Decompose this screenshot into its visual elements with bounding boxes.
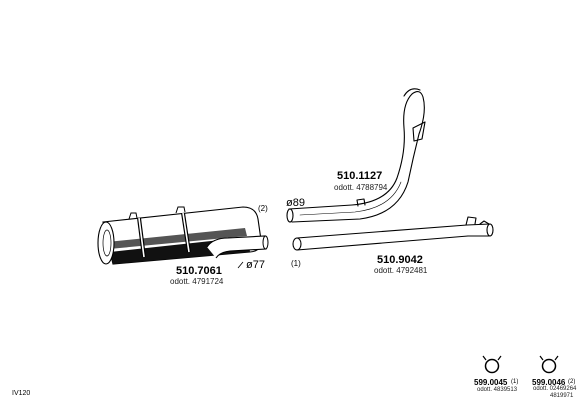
clamp-2-reference-secondary: 4819971 [550, 393, 574, 399]
front-pipe-part-number: 510.1127 [337, 170, 383, 182]
front-pipe-reference: odott. 4788794 [334, 183, 388, 192]
rear-muffler-part-number: 510.7061 [176, 265, 222, 277]
clamp-2-note: (2) [568, 379, 576, 385]
clamp-ring-icon [539, 355, 559, 374]
diameter-leader-line [237, 261, 244, 269]
clamp-2-reference: odott. 02469264 [533, 386, 577, 392]
rear-muffler-drawing [97, 206, 269, 265]
clamp-ring-icon [482, 355, 502, 374]
rear-muffler-diameter: ø77 [246, 259, 265, 271]
center-pipe-drawing [292, 216, 494, 251]
center-pipe-part-number: 510.9042 [377, 254, 423, 266]
clamp-1-reference: odott. 4839513 [477, 387, 518, 393]
rear-muffler-reference: odott. 4791724 [170, 277, 224, 286]
front-pipe-diameter: ø89 [286, 197, 305, 209]
clamp-1-part-number: 599.0045 [474, 378, 508, 387]
center-pipe-reference: odott. 4792481 [374, 266, 428, 275]
diagram-code: IV120 [12, 390, 31, 397]
clamp-2-part-number: 599.0046 [532, 378, 566, 387]
rear-muffler-note: (2) [258, 204, 268, 213]
clamp-1-note: (1) [511, 379, 519, 385]
center-pipe-note: (1) [291, 259, 301, 268]
front-pipe-drawing [286, 88, 426, 223]
